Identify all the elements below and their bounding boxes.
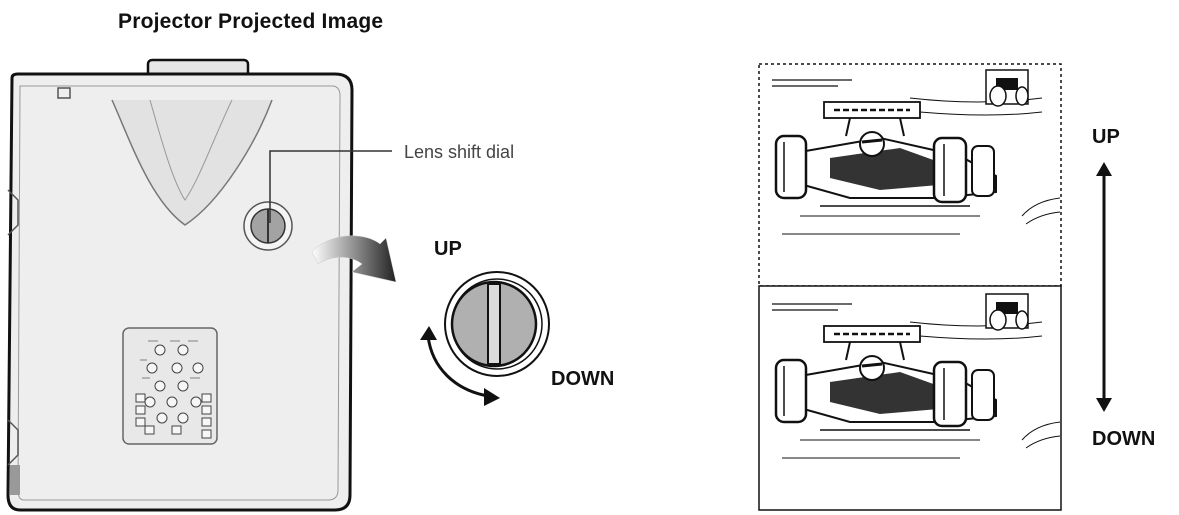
page-title: Projector Projected Image [118, 10, 384, 33]
control-panel [122, 327, 218, 445]
projected-image [758, 63, 1062, 511]
lens-dial-label: Lens shift dial [404, 142, 515, 162]
projector-illustration [6, 58, 354, 512]
curved-arrow-icon [311, 235, 397, 283]
rotate-arrow-icon [420, 326, 500, 406]
callout-leader [269, 150, 392, 223]
dial-up-label: UP [434, 238, 462, 260]
vertical-double-arrow-icon [1096, 162, 1112, 412]
projector-body [6, 72, 354, 512]
projector-vent [111, 99, 273, 226]
enlarged-dial [420, 271, 550, 406]
screen-up-label: UP [1092, 126, 1120, 148]
screen-down-label: DOWN [1092, 428, 1156, 450]
dial-down-label: DOWN [551, 368, 615, 390]
